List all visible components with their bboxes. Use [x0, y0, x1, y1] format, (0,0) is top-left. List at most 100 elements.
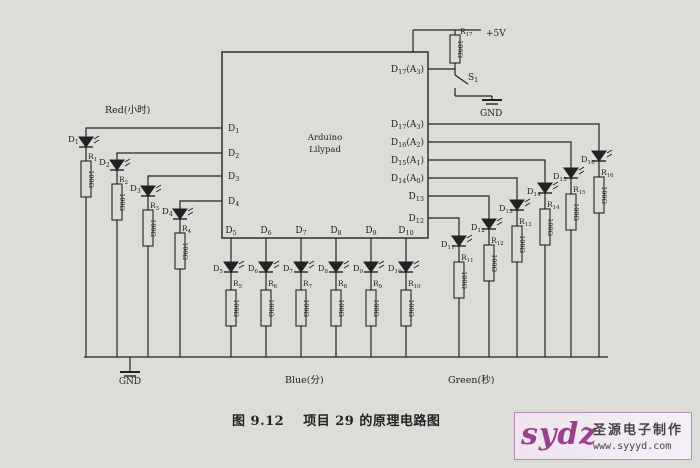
led-label-d12: D12: [471, 223, 485, 234]
ground-symbol-bottom: [120, 371, 140, 377]
led-arrow: [93, 139, 100, 144]
led-triangle: [78, 136, 94, 148]
pin-label-d9: D9: [365, 226, 376, 237]
led-arrow: [187, 211, 194, 216]
led-d5: [223, 260, 245, 273]
led-arrow: [238, 264, 245, 269]
led-d4: [172, 207, 194, 220]
wire-red-3: [179, 200, 222, 209]
wire-green-1: [428, 195, 490, 219]
led-label-d15: D15: [553, 172, 567, 183]
pin-label-top: D17(A3): [391, 64, 424, 76]
led-d15: [563, 166, 585, 179]
led-arrow: [578, 166, 585, 171]
resistor-value: 100Ω: [460, 271, 468, 289]
led-d14: [537, 181, 559, 194]
led-d12: [481, 217, 503, 230]
resistor-label-r10: R10: [408, 279, 421, 290]
led-arrow: [466, 234, 473, 239]
led-label-d4: D4: [162, 207, 173, 218]
led-d10: [398, 260, 420, 273]
led-arrow: [524, 202, 531, 207]
resistor-value: 100Ω: [302, 299, 310, 317]
led-label-d7: D7: [283, 264, 293, 275]
resistor-r14: 100Ω: [539, 208, 554, 246]
switch-blade: [454, 74, 469, 85]
resistor-r1: 100Ω: [80, 160, 95, 198]
resistor-r3: 100Ω: [142, 209, 157, 247]
led-d7: [293, 260, 315, 273]
led-arrow: [578, 170, 585, 175]
resistor-label-r5: R5: [233, 279, 243, 290]
gnd-label-bottom: GND: [119, 377, 141, 387]
pin-label-right-0: D17(A3): [391, 119, 424, 131]
led-label-d6: D6: [248, 264, 258, 275]
group-label-green: Green(秒): [448, 374, 494, 386]
led-arrow: [606, 153, 613, 158]
led-triangle: [481, 218, 497, 230]
led-triangle: [363, 261, 379, 273]
led-d11: [451, 234, 473, 247]
led-triangle: [223, 261, 239, 273]
led-arrow: [155, 188, 162, 193]
resistor-r8: 100Ω: [330, 289, 345, 327]
led-arrow: [187, 207, 194, 212]
wire-green-5: [428, 123, 600, 151]
resistor-value: 100Ω: [337, 299, 345, 317]
resistor-r9: 100Ω: [365, 289, 380, 327]
pin-label-d8: D8: [330, 226, 341, 237]
led-arrow: [238, 260, 245, 265]
wire-red-1: [116, 152, 222, 160]
resistor-label-r15: R15: [573, 185, 586, 196]
wire-green-4: [428, 141, 572, 168]
pin-label-d4: D4: [228, 197, 239, 208]
led-triangle: [258, 261, 274, 273]
resistor-label-r1: R1: [88, 152, 97, 163]
resistor-value: 100Ω: [149, 219, 157, 237]
resistor-r6: 100Ω: [260, 289, 275, 327]
resistor-label-r6: R6: [268, 279, 278, 290]
resistor-r5: 100Ω: [225, 289, 240, 327]
led-label-d3: D3: [130, 184, 141, 195]
led-label-d16: D16: [581, 155, 595, 166]
led-label-d9: D9: [353, 264, 363, 275]
resistor-body: [330, 289, 342, 327]
watermark-script: sydz: [521, 417, 598, 452]
led-d16: [591, 149, 613, 162]
figure-title: 项目 29 的原理电路图: [303, 414, 441, 429]
pin-label-d10: D10: [398, 226, 413, 237]
led-arrow: [496, 221, 503, 226]
pin-label-right-2: D15(A1): [391, 155, 424, 167]
led-label-d10: D10: [388, 264, 402, 275]
resistor-body: [593, 176, 605, 214]
led-arrow: [552, 181, 559, 186]
pin-label-right-4: D13: [409, 192, 424, 203]
resistor-value: 100Ω: [372, 299, 380, 317]
led-triangle: [172, 208, 188, 220]
led-arrow: [524, 198, 531, 203]
figure-caption: 图 9.12 项目 29 的原理电路图: [232, 410, 492, 429]
resistor-value: 100Ω: [546, 218, 554, 236]
watermark-logo: sydz 圣源电子制作 www.syyyd.com: [514, 412, 692, 460]
led-arrow: [466, 238, 473, 243]
pin-label-d5: D5: [225, 226, 236, 237]
group-label-red: Red(小时): [105, 104, 150, 116]
led-d13: [509, 198, 531, 211]
resistor-label-r7: R7: [303, 279, 313, 290]
resistor-body: [400, 289, 412, 327]
resistor-value: 100Ω: [600, 186, 608, 204]
resistor-value: 100Ω: [267, 299, 275, 317]
led-d2: [109, 158, 131, 171]
resistor-label-r11: R11: [461, 253, 474, 264]
resistor-value: 100Ω: [118, 193, 126, 211]
led-arrow: [413, 264, 420, 269]
pin-label-d6: D6: [260, 226, 271, 237]
led-arrow: [378, 264, 385, 269]
resistor-label-r4: R4: [182, 224, 192, 235]
led-d6: [258, 260, 280, 273]
led-triangle: [537, 182, 553, 194]
led-triangle: [591, 150, 607, 162]
led-triangle: [109, 159, 125, 171]
led-arrow: [273, 264, 280, 269]
pin-label-d1: D1: [228, 124, 239, 135]
